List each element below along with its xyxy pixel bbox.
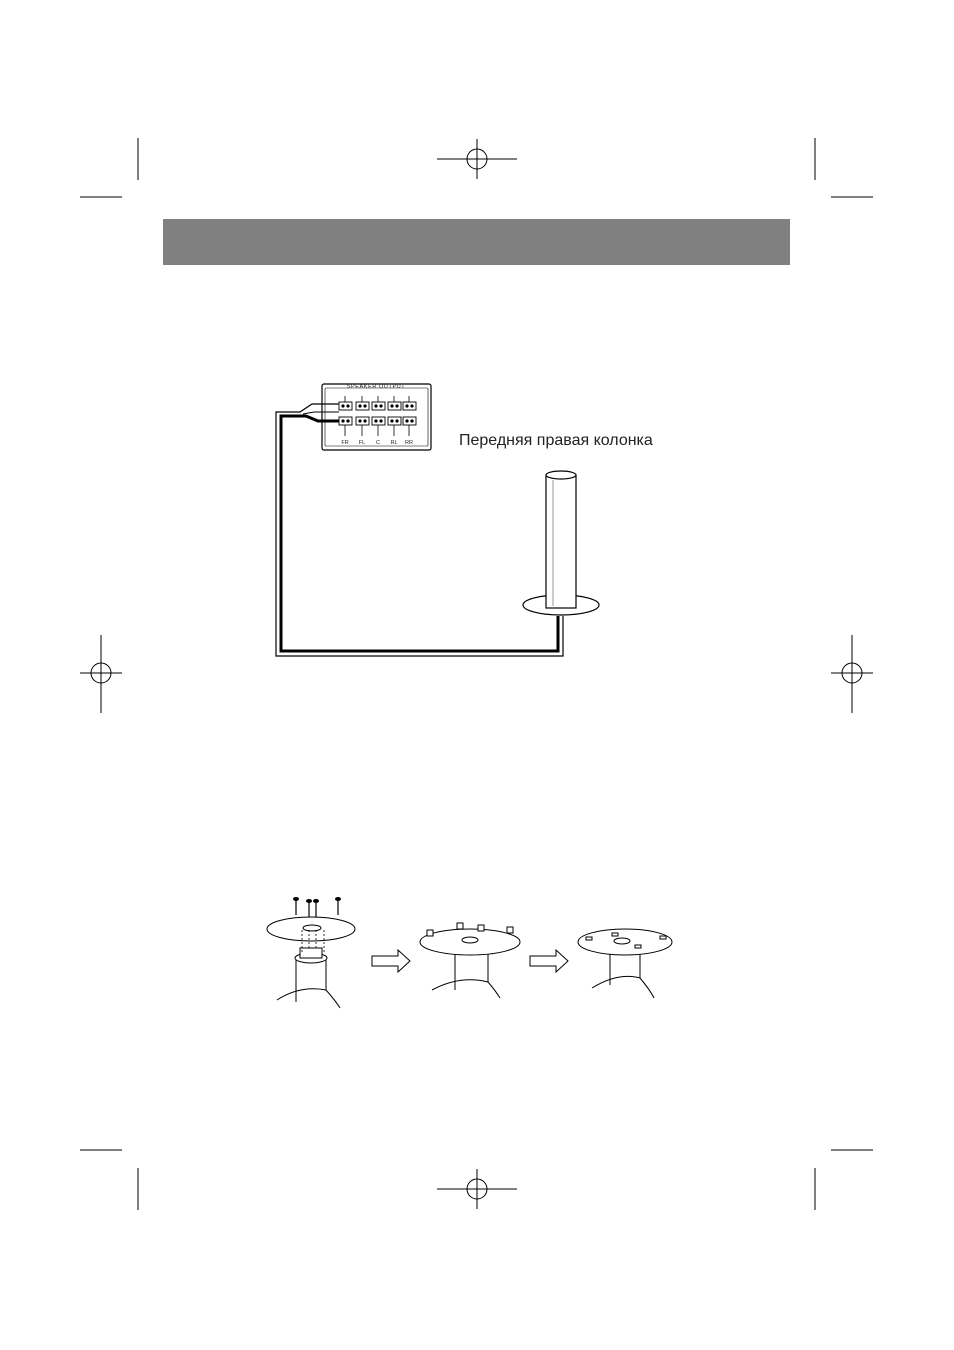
channel-label-fl: FL xyxy=(359,440,365,446)
arrow-step-1 xyxy=(372,950,410,972)
assembly-step-1 xyxy=(267,897,355,1008)
assembly-step-2 xyxy=(420,923,520,998)
speaker-label: Передняя правая колонка xyxy=(459,432,653,449)
registration-marks xyxy=(80,139,873,1209)
front-right-speaker xyxy=(523,471,599,615)
arrow-step-2 xyxy=(530,950,568,972)
channel-label-rl: RL xyxy=(390,440,397,446)
assembly-step-3 xyxy=(578,929,672,998)
speaker-output-panel: SPEAKER OUTPUT xyxy=(322,384,431,450)
channel-label-c: C xyxy=(376,440,380,446)
channel-label-rr: RR xyxy=(405,440,413,446)
crop-marks xyxy=(80,138,873,1210)
panel-title: SPEAKER OUTPUT xyxy=(347,384,406,390)
channel-label-fr: FR xyxy=(341,440,348,446)
